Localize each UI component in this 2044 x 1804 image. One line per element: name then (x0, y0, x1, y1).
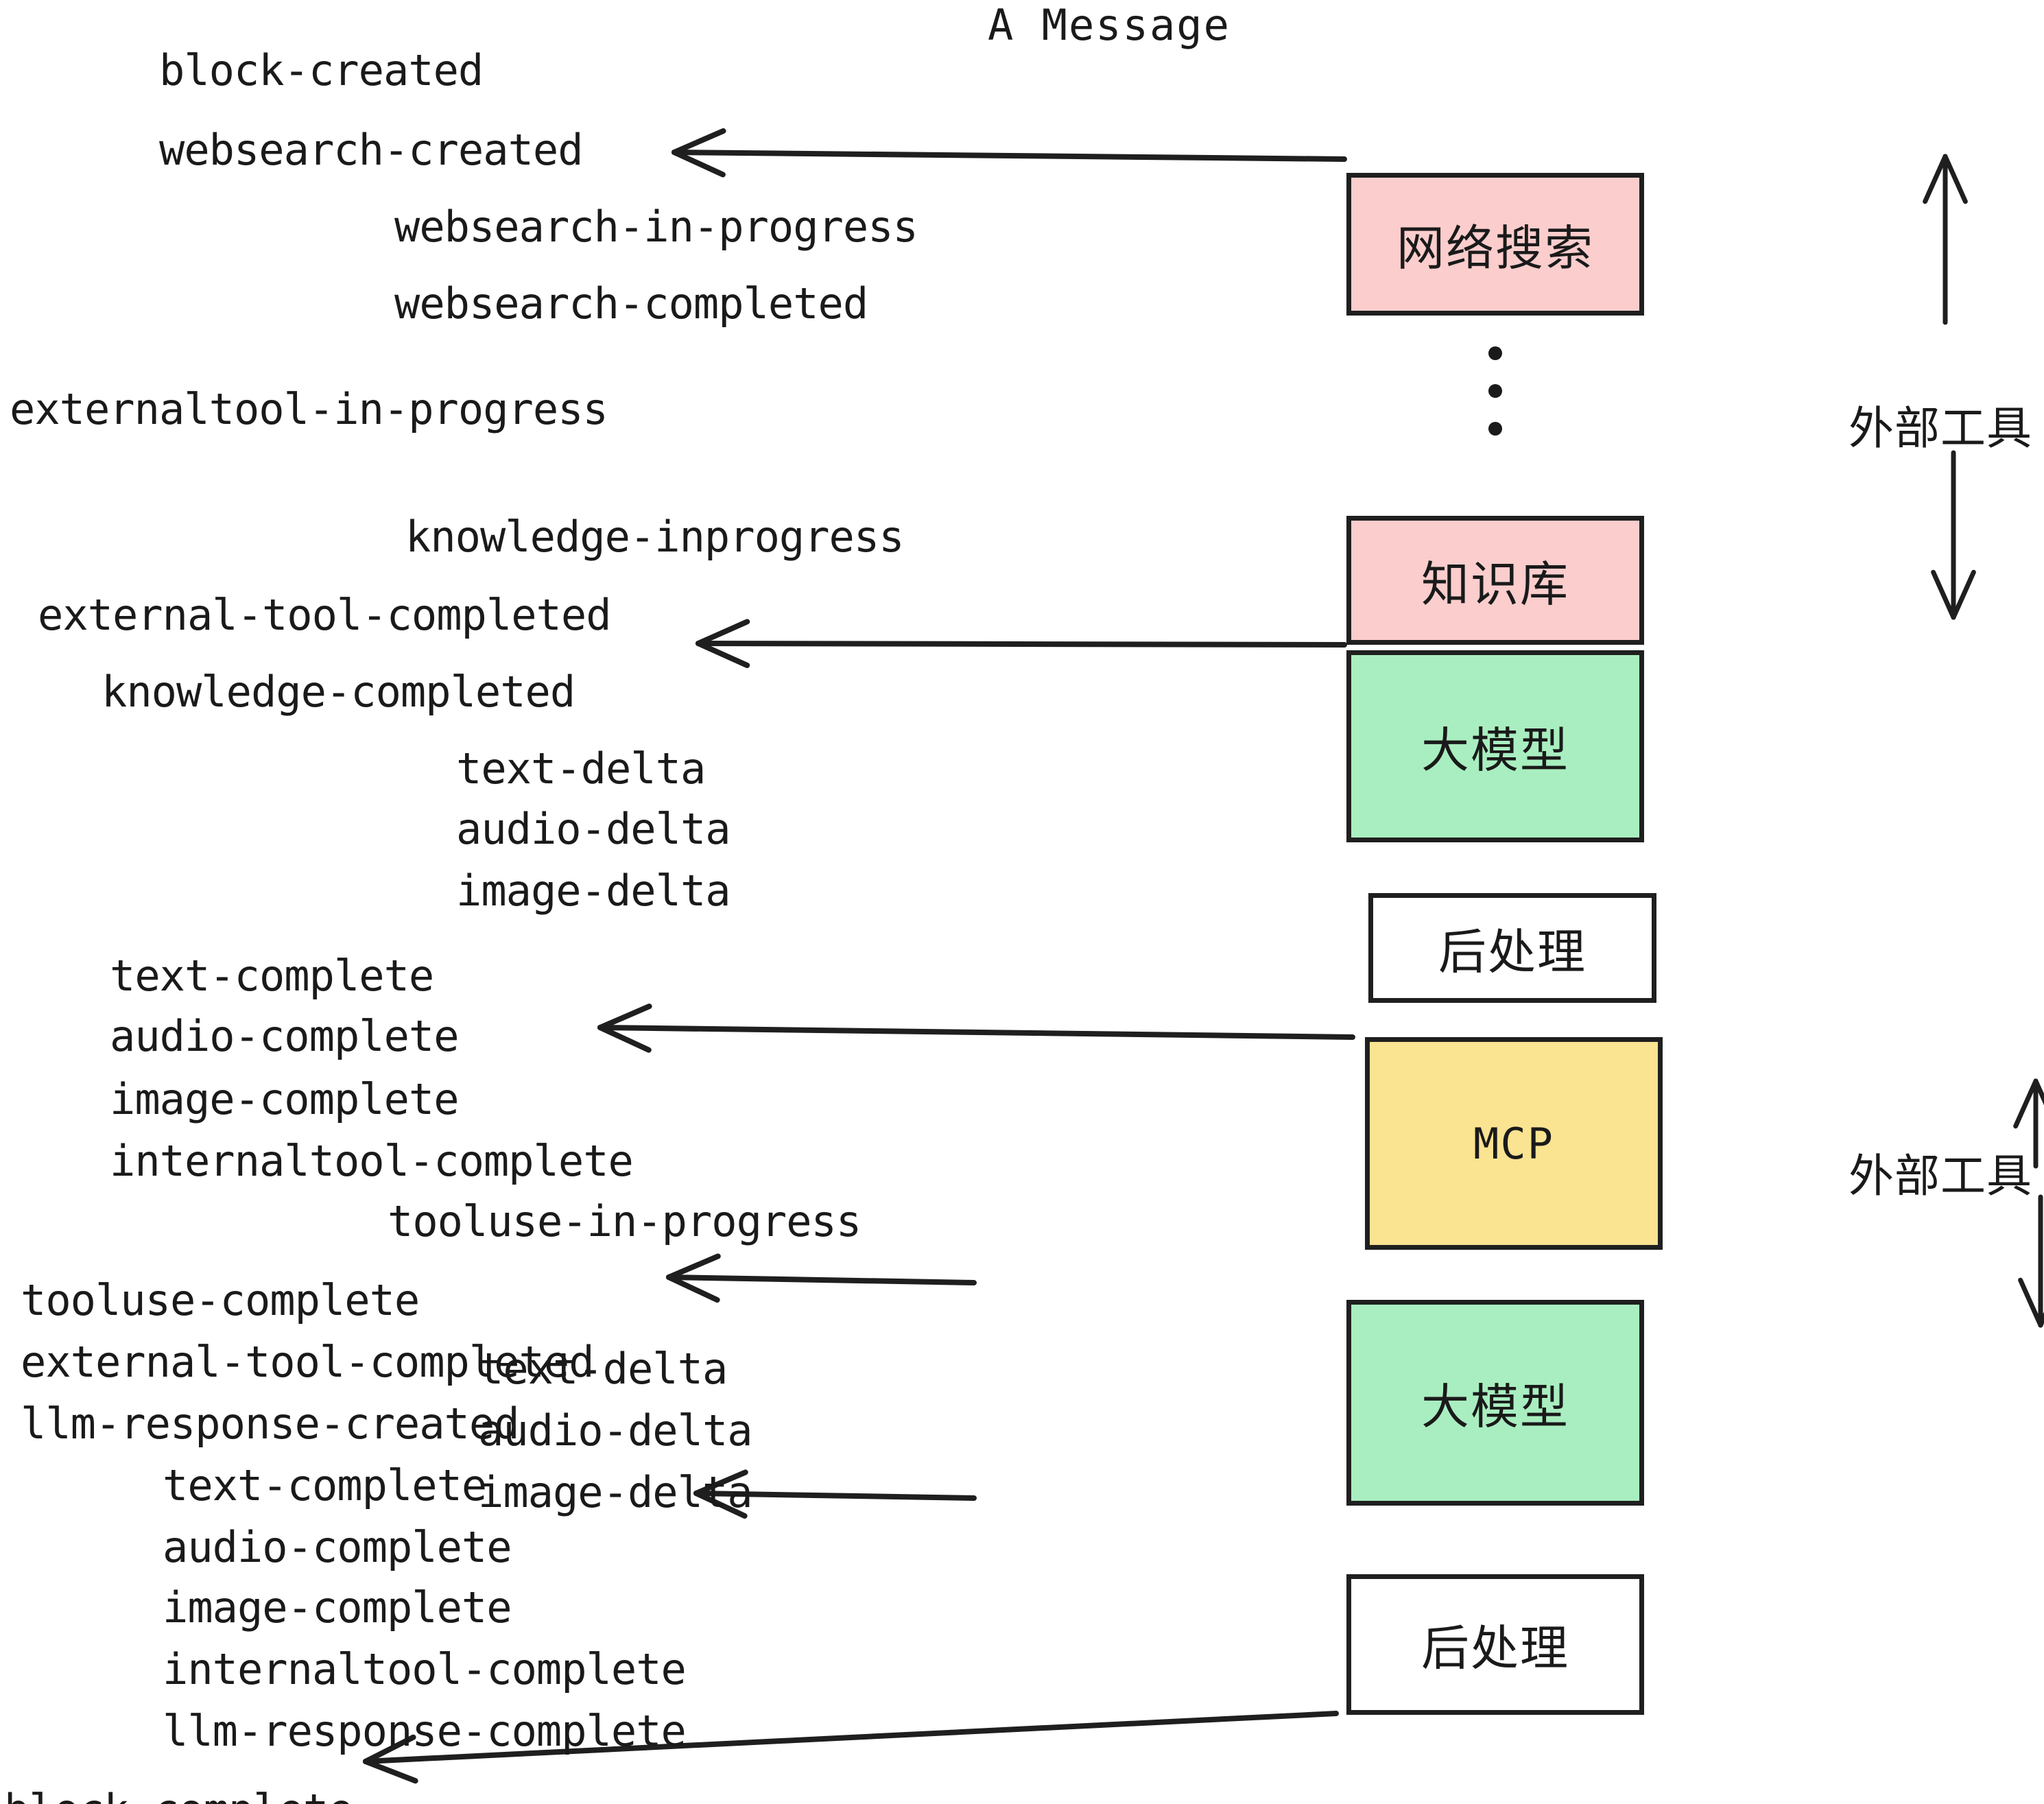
ellipsis-dot (1488, 422, 1502, 436)
event-label: external-tool-completed (21, 1337, 595, 1387)
event-label: websearch-in-progress (394, 202, 918, 252)
event-label: audio-delta (456, 804, 731, 854)
event-label: audio-complete (110, 1011, 460, 1061)
event-label: tooluse-in-progress (388, 1196, 861, 1246)
external-tool-label: 外部工具 (1849, 1150, 2032, 1202)
ellipsis-dot (1488, 346, 1502, 360)
event-label: internaltool-complete (163, 1644, 687, 1694)
event-label: llm-response-complete (163, 1706, 687, 1756)
arrow-knowledge-done (696, 619, 1347, 668)
vertical-ellipsis-dots (1488, 346, 1502, 436)
event-label: text-delta (456, 744, 706, 794)
arrow-block-created (672, 128, 1347, 178)
external-tool-down-2 (2018, 1194, 2044, 1328)
event-label: externaltool-in-progress (10, 384, 608, 434)
event-label: websearch-created (159, 125, 584, 175)
node-mcp[interactable]: MCP (1365, 1037, 1663, 1250)
event-label: image-complete (163, 1582, 512, 1633)
node-postprocess-2[interactable]: 后处理 (1346, 1574, 1644, 1715)
event-label: external-tool-completed (38, 590, 612, 640)
event-label: audio-complete (163, 1522, 512, 1572)
arrow-tooluse-done (666, 1253, 977, 1303)
external-tool-down-1 (1931, 450, 1976, 620)
event-label: text-complete (110, 951, 434, 1001)
ellipsis-dot (1488, 384, 1502, 398)
arrow-image-complete (597, 1004, 1355, 1053)
event-label: image-delta (478, 1467, 753, 1517)
external-tool-label: 外部工具 (1849, 402, 2032, 455)
node-llm-2[interactable]: 大模型 (1346, 1300, 1644, 1506)
event-label: llm-response-created (21, 1399, 520, 1449)
event-label: block-created (159, 45, 484, 95)
node-postprocess-1[interactable]: 后处理 (1368, 893, 1656, 1003)
event-label: knowledge-completed (102, 667, 575, 717)
event-label: websearch-completed (394, 278, 868, 329)
event-label: text-complete (163, 1460, 487, 1510)
node-knowledge[interactable]: 知识库 (1346, 516, 1644, 645)
event-label: internaltool-complete (110, 1136, 634, 1186)
node-websearch[interactable]: 网络搜索 (1346, 173, 1644, 316)
external-tool-up-1 (1923, 154, 1968, 325)
node-llm-1[interactable]: 大模型 (1346, 650, 1644, 842)
event-label: audio-delta (478, 1405, 753, 1456)
event-label: knowledge-inprogress (405, 512, 905, 562)
event-label: block-complete (4, 1789, 354, 1804)
page-title: A Message (988, 0, 1231, 50)
event-label: image-complete (110, 1074, 460, 1124)
event-label: image-delta (456, 866, 731, 916)
event-label: text-delta (478, 1344, 728, 1394)
event-label: tooluse-complete (21, 1275, 420, 1325)
